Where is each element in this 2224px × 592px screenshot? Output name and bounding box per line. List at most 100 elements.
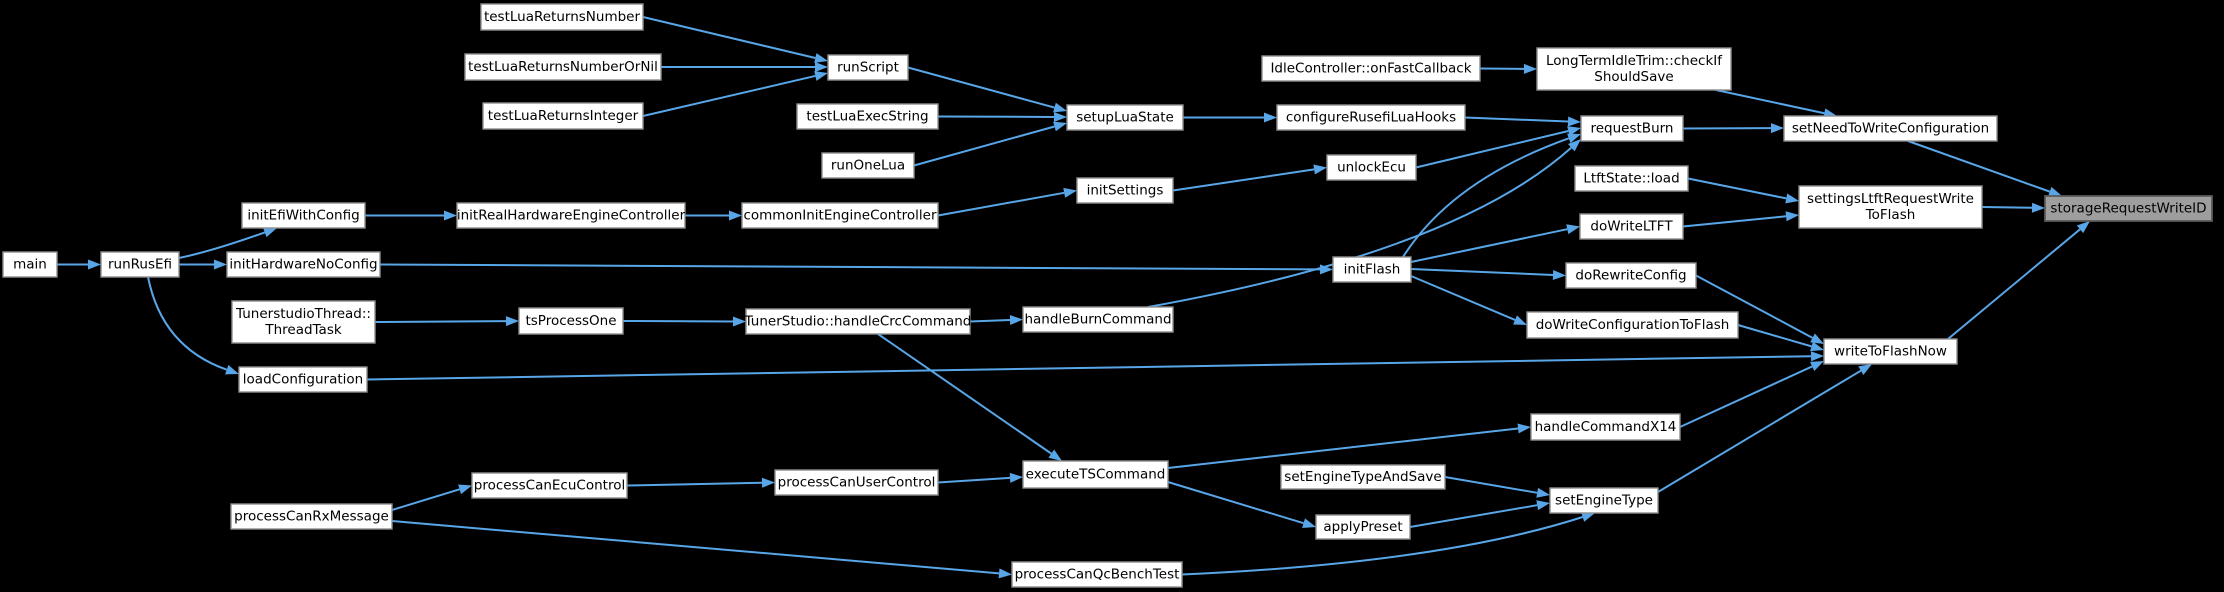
node-main[interactable]: main — [2, 251, 58, 278]
node-box-TunerStudio_handleCrcCommand[interactable] — [745, 308, 971, 335]
arrowhead-processCanEcuControl--processCanUserControl — [761, 477, 775, 488]
node-box-testLuaReturnsInteger[interactable] — [482, 102, 644, 130]
node-processCanEcuControl[interactable]: processCanEcuControl — [471, 472, 628, 499]
edge-TunerStudio_handleCrcCommand--executeTSCommand — [877, 333, 1052, 455]
node-runScript[interactable]: runScript — [827, 54, 909, 81]
node-box-executeTSCommand[interactable] — [1022, 460, 1169, 489]
node-box-main[interactable] — [2, 251, 58, 278]
node-box-setupLuaState[interactable] — [1066, 104, 1184, 131]
node-box-requestBurn[interactable] — [1580, 115, 1684, 142]
node-box-initSettings[interactable] — [1076, 177, 1174, 204]
node-configureRusefiLuaHooks[interactable]: configureRusefiLuaHooks — [1276, 104, 1466, 131]
node-storageRequestWriteID[interactable]: storageRequestWriteID — [2044, 195, 2213, 222]
node-initHardwareNoConfig[interactable]: initHardwareNoConfig — [226, 251, 381, 278]
node-testLuaExecString[interactable]: testLuaExecString — [796, 103, 939, 130]
edge-unlockEcu--requestBurn — [1415, 130, 1569, 169]
node-box-unlockEcu[interactable] — [1326, 154, 1417, 181]
node-box-storageRequestWriteID[interactable] — [2044, 195, 2213, 222]
arrowhead-doWriteConfigurationToFlash--writeToFlashNow — [1810, 341, 1824, 352]
node-box-processCanRxMessage[interactable] — [230, 503, 393, 530]
node-box-processCanEcuControl[interactable] — [471, 472, 628, 499]
node-tsProcessOne[interactable]: tsProcessOne — [518, 307, 624, 335]
node-box-runScript[interactable] — [827, 54, 909, 81]
edge-LongTermIdleTrim_checkIfShouldSave--setNeedToWriteConfiguration — [1715, 89, 1825, 115]
edge-processCanEcuControl--processCanUserControl — [626, 481, 763, 487]
node-handleCommandX14[interactable]: handleCommandX14 — [1530, 413, 1681, 441]
node-initFlash[interactable]: initFlash — [1332, 256, 1412, 283]
node-box-commonInitEngineController[interactable] — [741, 202, 939, 229]
node-initEfiWithConfig[interactable]: initEfiWithConfig — [241, 202, 366, 229]
node-setEngineType[interactable]: setEngineType — [1549, 487, 1659, 514]
node-box-processCanUserControl[interactable] — [774, 469, 939, 496]
node-doRewriteConfig[interactable]: doRewriteConfig — [1565, 262, 1697, 289]
node-testLuaReturnsNumberOrNil[interactable]: testLuaReturnsNumberOrNil — [464, 53, 662, 81]
node-doWriteConfigurationToFlash[interactable]: doWriteConfigurationToFlash — [1526, 311, 1739, 339]
node-loadConfiguration[interactable]: loadConfiguration — [238, 366, 368, 393]
node-box-handleCommandX14[interactable] — [1530, 413, 1681, 441]
node-box-doRewriteConfig[interactable] — [1565, 262, 1697, 289]
edge-setEngineType--writeToFlashNow — [1657, 369, 1862, 493]
node-box-handleBurnCommand[interactable] — [1022, 306, 1174, 333]
node-processCanUserControl[interactable]: processCanUserControl — [774, 469, 939, 496]
node-IdleController_onFastCallback[interactable]: IdleController::onFastCallback — [1261, 55, 1481, 82]
node-box-tsProcessOne[interactable] — [518, 307, 624, 335]
node-box-applyPreset[interactable] — [1315, 514, 1411, 540]
node-box-writeToFlashNow[interactable] — [1823, 338, 1958, 365]
node-box-initHardwareNoConfig[interactable] — [226, 251, 381, 278]
node-box-testLuaExecString[interactable] — [796, 103, 939, 130]
node-LtftState_load[interactable]: LtftState::load — [1574, 165, 1689, 192]
node-box-LtftState_load[interactable] — [1574, 165, 1689, 192]
arrowhead-commonInitEngineController--initSettings — [1063, 187, 1077, 198]
edge-testLuaReturnsInteger--runScript — [642, 74, 816, 117]
node-processCanQcBenchTest[interactable]: processCanQcBenchTest — [1011, 561, 1183, 588]
node-commonInitEngineController[interactable]: commonInitEngineController — [741, 202, 939, 229]
node-box-setEngineType[interactable] — [1549, 487, 1659, 514]
arrowhead-runOneLua--setupLuaState — [1053, 121, 1067, 132]
node-TunerStudio_handleCrcCommand[interactable]: TunerStudio::handleCrcCommand — [744, 308, 972, 335]
node-box-doWriteLTFT[interactable] — [1579, 213, 1684, 240]
arrowhead-testLuaReturnsNumber--runScript — [814, 53, 828, 63]
node-testLuaReturnsInteger[interactable]: testLuaReturnsInteger — [482, 102, 644, 130]
node-box-processCanQcBenchTest[interactable] — [1011, 561, 1183, 588]
node-box-testLuaReturnsNumberOrNil[interactable] — [464, 53, 662, 81]
node-runRusEfi[interactable]: runRusEfi — [100, 251, 180, 278]
arrowhead-configureRusefiLuaHooks--requestBurn — [1567, 116, 1581, 127]
node-executeTSCommand[interactable]: executeTSCommand — [1022, 460, 1169, 489]
edge-processCanUserControl--executeTSCommand — [937, 476, 1011, 484]
node-box-runRusEfi[interactable] — [100, 251, 180, 278]
node-runOneLua[interactable]: runOneLua — [821, 152, 915, 179]
node-box-doWriteConfigurationToFlash[interactable] — [1526, 311, 1739, 339]
node-box-IdleController_onFastCallback[interactable] — [1261, 55, 1481, 82]
node-box-configureRusefiLuaHooks[interactable] — [1276, 104, 1466, 131]
node-box-initFlash[interactable] — [1332, 256, 1412, 283]
node-box-settingsLtftRequestWriteToFlash[interactable] — [1798, 185, 1983, 229]
node-doWriteLTFT[interactable]: doWriteLTFT — [1579, 213, 1684, 240]
node-box-loadConfiguration[interactable] — [238, 366, 368, 393]
node-setNeedToWriteConfiguration[interactable]: setNeedToWriteConfiguration — [1783, 115, 1998, 142]
node-requestBurn[interactable]: requestBurn — [1580, 115, 1684, 142]
node-TunerstudioThread_ThreadTask[interactable]: TunerstudioThread::ThreadTask — [231, 300, 376, 344]
node-box-setNeedToWriteConfiguration[interactable] — [1783, 115, 1998, 142]
node-box-runOneLua[interactable] — [821, 152, 915, 179]
node-handleBurnCommand[interactable]: handleBurnCommand — [1022, 306, 1174, 333]
node-box-TunerstudioThread_ThreadTask[interactable] — [231, 300, 376, 344]
arrowhead-TunerStudio_handleCrcCommand--executeTSCommand — [1048, 449, 1062, 461]
node-setEngineTypeAndSave[interactable]: setEngineTypeAndSave — [1280, 464, 1446, 490]
node-applyPreset[interactable]: applyPreset — [1315, 514, 1411, 540]
node-box-testLuaReturnsNumber[interactable] — [480, 3, 644, 31]
node-initRealHardwareEngineController[interactable]: initRealHardwareEngineController — [456, 202, 686, 229]
node-initSettings[interactable]: initSettings — [1076, 177, 1174, 204]
node-box-initEfiWithConfig[interactable] — [241, 202, 366, 229]
node-writeToFlashNow[interactable]: writeToFlashNow — [1823, 338, 1958, 365]
arrowhead-setNeedToWriteConfiguration--storageRequestWriteID — [2048, 186, 2062, 197]
node-box-LongTermIdleTrim_checkIfShouldSave[interactable] — [1536, 47, 1732, 91]
node-box-setEngineTypeAndSave[interactable] — [1280, 464, 1446, 490]
node-box-initRealHardwareEngineController[interactable] — [456, 202, 686, 229]
node-setupLuaState[interactable]: setupLuaState — [1066, 104, 1184, 131]
node-unlockEcu[interactable]: unlockEcu — [1326, 154, 1417, 181]
node-processCanRxMessage[interactable]: processCanRxMessage — [230, 503, 393, 530]
node-testLuaReturnsNumber[interactable]: testLuaReturnsNumber — [480, 3, 644, 31]
arrowhead-initFlash--doRewriteConfig — [1552, 269, 1566, 280]
